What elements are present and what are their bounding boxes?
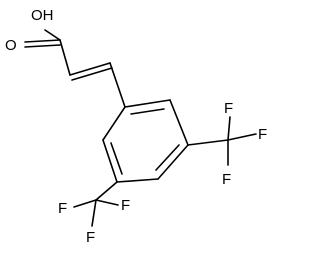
- bond-cf3-left-f-right: [95, 199, 119, 206]
- ring-inner-bond-1: [130, 108, 165, 115]
- bond-c3-ring: [109, 62, 126, 108]
- bond-c-oh: [44, 29, 61, 41]
- bond-cf3-right-f-top: [227, 116, 231, 141]
- bond-c-o-double-2: [24, 44, 61, 48]
- atom-label-f-right-top: F: [224, 100, 233, 117]
- ring-bond-6: [102, 106, 126, 141]
- ring-bond-4: [116, 178, 159, 183]
- bond-vinyl-double-1: [69, 62, 111, 76]
- bond-ring-cf3-left: [95, 181, 118, 201]
- bond-c-o-double-1: [24, 39, 61, 43]
- atom-label-f-left-left: F: [58, 200, 67, 217]
- atom-label-f-left-right: F: [121, 197, 130, 214]
- ring-inner-bond-3: [110, 142, 123, 175]
- bond-ring-cf3-right: [187, 139, 229, 146]
- ring-bond-2: [169, 99, 189, 146]
- atom-label-f-left-bottom: F: [86, 229, 95, 246]
- bond-c1-c2: [59, 39, 71, 76]
- bond-cf3-right-f-right: [227, 133, 257, 141]
- atom-label-f-right-bottom: F: [222, 171, 231, 188]
- bond-vinyl-double-2: [71, 67, 113, 81]
- ring-bond-3: [157, 144, 189, 180]
- atom-label-oh: OH: [31, 7, 54, 24]
- atom-label-f-right-right: F: [258, 126, 267, 143]
- atom-label-o: O: [5, 37, 17, 54]
- ring-bond-5: [102, 139, 118, 183]
- ring-bond-1: [124, 99, 171, 108]
- bond-cf3-left-f-left: [73, 199, 97, 208]
- bond-cf3-left-f-bottom: [91, 199, 97, 227]
- ring-inner-bond-2: [155, 144, 180, 171]
- chemical-structure-diagram: OH O F F F F F F: [5, 7, 267, 246]
